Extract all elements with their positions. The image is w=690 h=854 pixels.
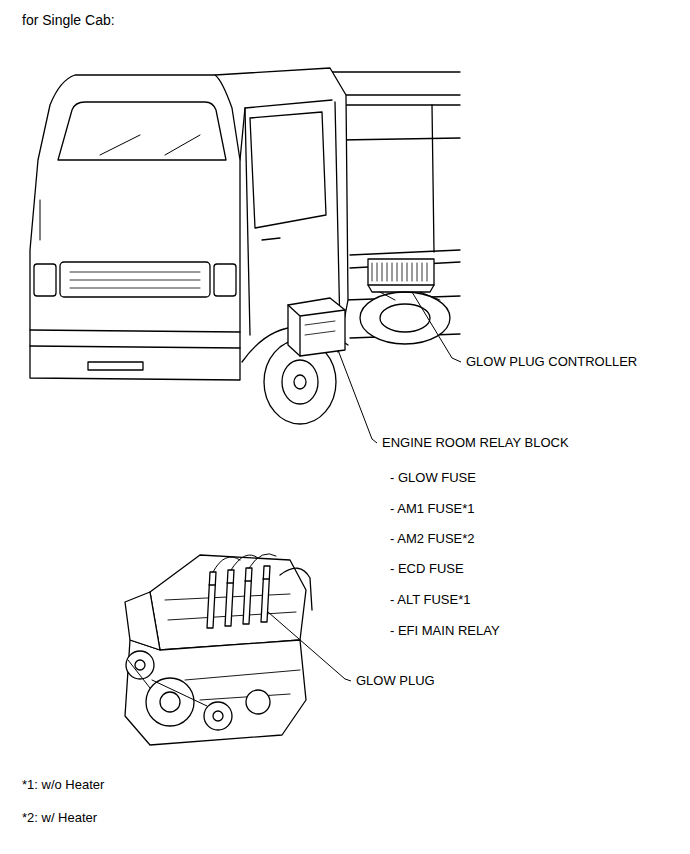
line-art	[368, 285, 434, 292]
line-art	[100, 135, 200, 155]
line-art	[225, 570, 234, 626]
page-title: for Single Cab:	[22, 12, 115, 28]
relay-item: - EFI MAIN RELAY	[390, 623, 500, 639]
line-art	[185, 670, 300, 700]
line-art	[125, 640, 306, 745]
line-art	[213, 554, 276, 572]
line-art	[146, 678, 194, 726]
part-label: ENGINE ROOM RELAY BLOCK	[382, 435, 569, 451]
line-art	[209, 579, 269, 585]
leader-lines	[268, 292, 461, 681]
line-art	[336, 94, 460, 95]
part-label: GLOW PLUG CONTROLLER	[466, 354, 637, 370]
line-art	[336, 104, 460, 105]
line-art	[412, 292, 461, 362]
line-art	[250, 112, 326, 228]
fuse-item: - GLOW FUSE	[390, 470, 476, 486]
line-art	[128, 660, 207, 706]
line-art	[30, 346, 240, 348]
line-art	[40, 200, 41, 240]
line-art	[288, 298, 345, 356]
line-art	[88, 362, 143, 370]
line-art	[368, 259, 434, 285]
fuse-item: - AM2 FUSE*2	[390, 531, 475, 547]
line-art	[340, 138, 460, 140]
line-art	[207, 572, 216, 628]
line-art	[240, 100, 332, 160]
line-art	[338, 350, 377, 443]
line-art	[380, 304, 430, 332]
line-art	[246, 690, 270, 714]
line-art	[380, 292, 440, 300]
line-art	[70, 272, 200, 288]
line-art	[288, 305, 345, 356]
part-label: GLOW PLUG	[356, 673, 435, 689]
line-art	[268, 612, 351, 681]
line-art	[245, 108, 250, 335]
line-art	[243, 568, 252, 624]
line-art	[58, 102, 226, 160]
footnote: *1: w/o Heater	[22, 777, 104, 793]
line-art	[135, 660, 145, 670]
line-art	[160, 692, 180, 712]
line-art	[432, 105, 434, 252]
footnote: *2: w/ Heater	[22, 810, 97, 826]
fuse-item: - ALT FUSE*1	[390, 592, 470, 608]
line-art	[125, 592, 160, 650]
line-art	[30, 75, 240, 380]
line-art	[360, 292, 450, 344]
line-art	[335, 102, 340, 330]
line-art	[213, 711, 223, 721]
line-art	[330, 71, 460, 72]
line-art	[294, 375, 306, 389]
line-art	[30, 330, 240, 332]
line-art	[60, 262, 210, 297]
fuse-item: - AM1 FUSE*1	[390, 501, 475, 517]
truck-illustration	[30, 68, 460, 424]
line-art	[214, 264, 236, 296]
engine-illustration	[125, 554, 312, 745]
line-art	[282, 360, 318, 404]
line-art	[150, 555, 306, 650]
fuse-item: - ECD FUSE	[390, 561, 464, 577]
line-art	[372, 263, 427, 281]
line-art	[261, 566, 270, 622]
line-art	[350, 250, 460, 255]
line-art	[280, 568, 312, 610]
line-art	[34, 264, 56, 296]
line-art	[305, 321, 335, 335]
line-art	[204, 702, 232, 730]
line-art	[262, 238, 280, 240]
